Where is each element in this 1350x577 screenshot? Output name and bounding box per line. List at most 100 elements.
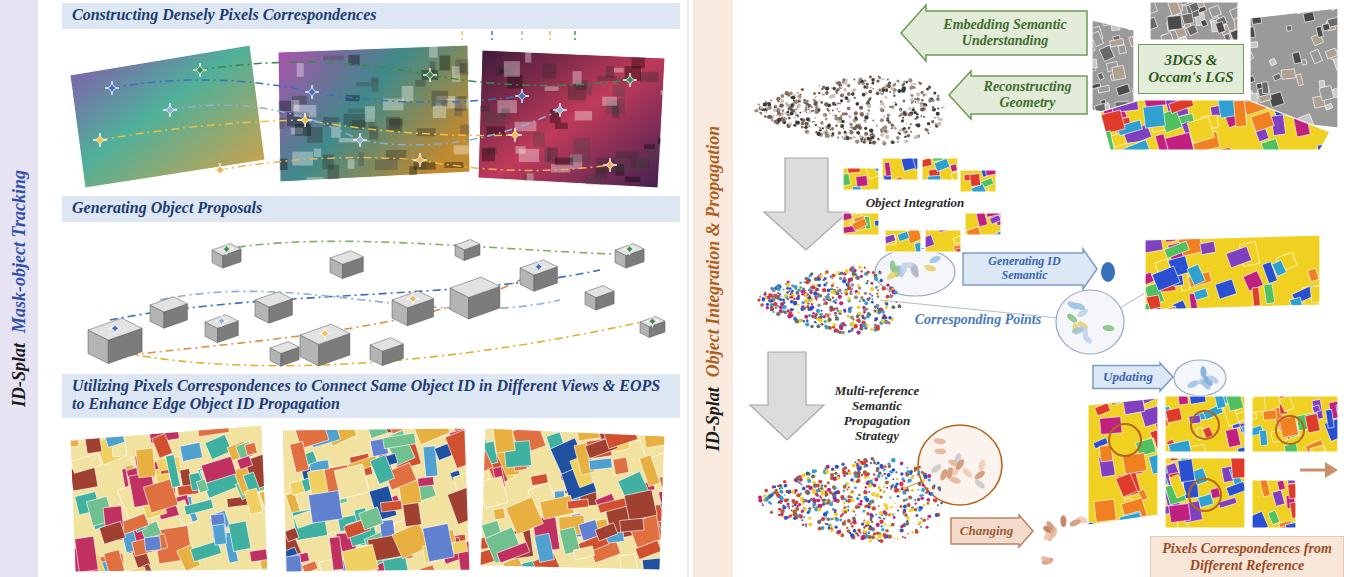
roof-texture xyxy=(297,63,304,77)
point xyxy=(835,526,838,529)
point xyxy=(759,296,761,298)
point xyxy=(813,484,817,488)
updated-group xyxy=(1174,360,1226,396)
point xyxy=(788,508,790,510)
image-texture xyxy=(270,46,478,203)
roof-texture xyxy=(602,47,625,54)
point xyxy=(852,272,856,276)
dashed-link xyxy=(100,120,515,140)
point xyxy=(811,106,813,108)
star-marker xyxy=(298,113,312,127)
point xyxy=(860,112,864,116)
point xyxy=(869,84,871,86)
point xyxy=(866,315,870,319)
point xyxy=(847,282,850,285)
building-roof xyxy=(255,292,292,307)
point xyxy=(869,293,871,295)
star-marker xyxy=(407,293,419,305)
point xyxy=(829,327,832,330)
segment xyxy=(1290,89,1317,104)
point xyxy=(851,77,854,80)
point xyxy=(817,304,820,307)
point xyxy=(839,326,843,330)
point xyxy=(762,298,766,302)
point xyxy=(824,102,828,106)
roof-texture xyxy=(644,144,655,149)
point xyxy=(810,119,813,122)
point xyxy=(762,502,764,504)
point xyxy=(810,286,813,289)
star-marker xyxy=(93,133,107,147)
point xyxy=(884,491,886,493)
point xyxy=(849,130,853,134)
point xyxy=(806,105,808,107)
point xyxy=(856,131,859,134)
point xyxy=(833,323,837,327)
point xyxy=(834,116,838,120)
point xyxy=(800,483,802,485)
point xyxy=(853,119,856,122)
point xyxy=(916,98,919,101)
point xyxy=(922,518,926,522)
point xyxy=(905,130,908,133)
point xyxy=(901,120,904,123)
point xyxy=(822,86,826,90)
point xyxy=(854,461,856,463)
point xyxy=(798,97,801,100)
roof-texture xyxy=(487,147,496,153)
point xyxy=(871,535,875,539)
point xyxy=(798,100,801,103)
panel-divider xyxy=(688,0,689,577)
segment xyxy=(290,441,310,472)
point xyxy=(915,502,917,504)
point xyxy=(787,94,790,97)
segment xyxy=(642,558,666,577)
point xyxy=(764,115,767,118)
point xyxy=(871,295,873,297)
segment xyxy=(1155,134,1171,162)
point xyxy=(914,508,917,511)
point xyxy=(871,301,874,304)
point xyxy=(921,471,924,474)
segment xyxy=(1187,117,1214,144)
segment xyxy=(201,456,236,483)
point xyxy=(837,112,839,114)
point xyxy=(832,102,836,106)
point xyxy=(815,106,818,109)
roof-texture xyxy=(636,157,648,171)
roof-texture xyxy=(432,91,449,107)
point xyxy=(800,92,802,94)
point xyxy=(828,318,832,322)
point xyxy=(810,305,814,309)
point xyxy=(916,113,918,115)
point xyxy=(806,320,809,323)
point xyxy=(897,122,899,124)
building-roof xyxy=(150,297,187,312)
point xyxy=(839,519,842,522)
point xyxy=(783,289,785,291)
point xyxy=(786,287,789,290)
segment xyxy=(212,524,226,545)
point xyxy=(827,315,830,318)
point xyxy=(799,482,801,484)
segment xyxy=(1189,2,1200,13)
point xyxy=(886,117,889,120)
segment xyxy=(101,419,125,448)
point xyxy=(859,135,863,139)
point xyxy=(891,105,895,109)
point xyxy=(867,298,871,302)
roof-texture xyxy=(273,101,294,111)
point xyxy=(775,306,777,308)
point xyxy=(822,93,824,95)
point xyxy=(823,315,826,318)
point xyxy=(828,326,832,330)
star-marker xyxy=(423,68,437,82)
point xyxy=(893,92,895,94)
point xyxy=(815,101,818,104)
point xyxy=(818,284,821,287)
point xyxy=(805,526,807,528)
point xyxy=(823,298,826,301)
point xyxy=(847,92,851,96)
point xyxy=(790,308,794,312)
segment xyxy=(244,488,262,515)
